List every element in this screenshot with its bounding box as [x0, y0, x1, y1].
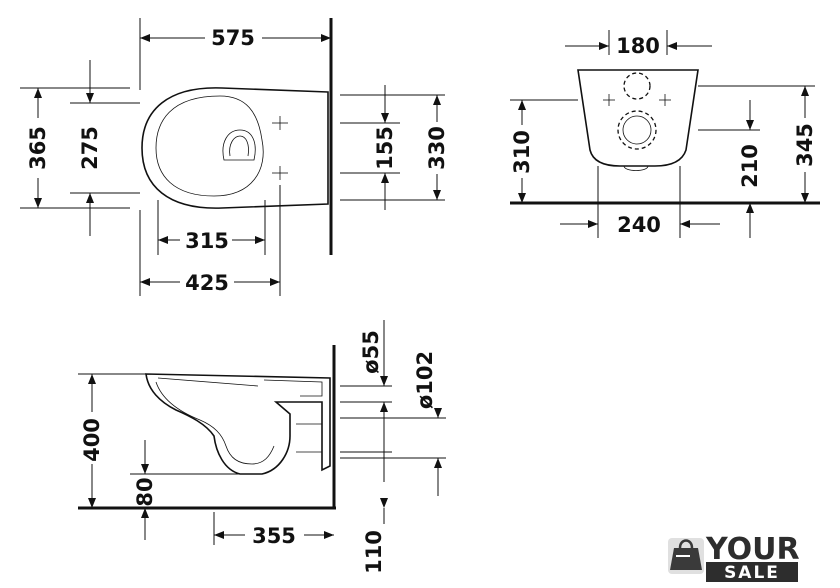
top-view: 575 365 275 155 330: [20, 18, 449, 296]
dim-base-80: 80: [133, 477, 157, 506]
dim-height-330: 330: [425, 126, 449, 170]
dim-height-310: 310: [510, 130, 534, 174]
dim-rim-425: 425: [185, 271, 229, 295]
side-view: 400 80 355 110 ø55 ø: [78, 320, 446, 574]
flush-opening: [222, 129, 256, 161]
logo-word-sale: SALE: [724, 563, 780, 583]
mount-hole-upper: [272, 116, 288, 130]
dim-bottom-width-240: 240: [617, 213, 661, 237]
mount-hole-lower: [272, 166, 288, 180]
front-bowl-outline: [577, 69, 699, 167]
dim-width-275: 275: [78, 126, 102, 170]
dim-seat-315: 315: [185, 229, 229, 253]
bowl-outline: [141, 87, 329, 209]
inlet-circle: [623, 72, 651, 100]
yoursale-logo: YOUR SALE: [668, 532, 800, 583]
shopping-bag-icon: [668, 538, 704, 574]
dim-width-365: 365: [26, 126, 50, 170]
seat-ring: [155, 95, 264, 197]
dim-outlet-355: 355: [252, 524, 296, 548]
front-view: 180 310 240 210 345: [510, 30, 820, 238]
dim-side-height-400: 400: [80, 418, 104, 462]
logo-word-your: YOUR: [705, 532, 800, 567]
dim-length-575: 575: [211, 26, 255, 50]
dim-inner-height-210: 210: [738, 144, 762, 188]
dim-floor-110: 110: [362, 530, 386, 574]
dim-outlet-diameter: ø102: [413, 351, 437, 409]
dim-height-345: 345: [793, 123, 817, 167]
outlet-circle: [617, 110, 657, 150]
dim-top-width-180: 180: [616, 34, 660, 58]
side-bowl-outline: [145, 373, 331, 475]
dim-hole-spacing-155: 155: [373, 126, 397, 170]
dim-inlet-diameter: ø55: [359, 330, 383, 374]
